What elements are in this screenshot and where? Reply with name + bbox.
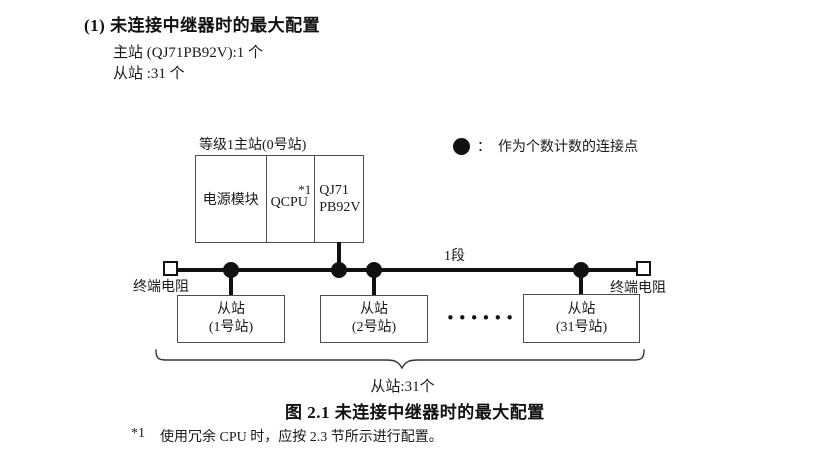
footnote-marker: *1: [131, 426, 145, 441]
connection-point-icon: [453, 137, 470, 155]
section-heading: (1) 未连接中继器时的最大配置: [84, 16, 321, 35]
slave1-drop-line: [229, 270, 233, 296]
connection-point-dot: [366, 262, 382, 278]
cpu-module-cell: *1 QCPU: [265, 156, 315, 242]
network-module-cell: QJ71 PB92V: [314, 156, 363, 242]
terminator-left-icon: [163, 261, 178, 276]
connection-point-dot: [331, 262, 347, 278]
slave2-line2: (2号站): [351, 320, 397, 335]
legend: ： 作为个数计数的连接点: [453, 136, 638, 156]
connection-point-dot: [223, 262, 239, 278]
slave1-line2: (1号站): [208, 320, 254, 335]
network-module-line2: PB92V: [319, 200, 361, 215]
footnote-text: 使用冗余 CPU 时，应按 2.3 节所示进行配置。: [160, 430, 443, 445]
slave-group-brace: [155, 349, 645, 370]
terminator-left-label: 终端电阻: [133, 280, 189, 295]
slave-station-box-31: 从站 (31号站): [523, 294, 640, 343]
slave-count-line: 从站 :31 个: [113, 66, 185, 82]
slave2-drop-line: [372, 270, 376, 296]
master-station-label: 等级1主站(0号站): [199, 138, 307, 153]
master-station-box: 电源模块 *1 QCPU QJ71 PB92V: [195, 155, 364, 243]
network-module-line1: QJ71: [319, 183, 349, 198]
slave31-drop-line: [579, 270, 583, 295]
figure-caption: 图 2.1 未连接中继器时的最大配置: [285, 403, 545, 422]
slave2-line1: 从站: [360, 302, 388, 317]
brace-label: 从站:31个: [370, 379, 435, 395]
terminator-right-icon: [636, 261, 651, 276]
segment-label: 1段: [444, 249, 465, 264]
legend-colon: ：: [477, 140, 491, 155]
terminator-right-label: 终端电阻: [610, 281, 666, 296]
slave-station-box-2: 从站 (2号站): [320, 295, 428, 343]
slave-station-box-1: 从站 (1号站): [177, 295, 285, 343]
bus-line: [170, 268, 640, 272]
master-drop-line: [337, 242, 341, 270]
slave31-line1: 从站: [567, 301, 596, 317]
slave1-line1: 从站: [217, 302, 245, 317]
power-module-cell: 电源模块: [202, 193, 259, 208]
master-count-line: 主站 (QJ71PB92V):1 个: [113, 45, 264, 61]
slave31-line2: (31号站): [555, 319, 608, 335]
ellipsis-dots: ••••••: [446, 309, 518, 327]
connection-point-dot: [573, 262, 589, 278]
cpu-footnote-marker: *1: [298, 182, 312, 197]
cpu-module-label: QCPU: [270, 195, 308, 210]
legend-text: 作为个数计数的连接点: [498, 140, 638, 155]
